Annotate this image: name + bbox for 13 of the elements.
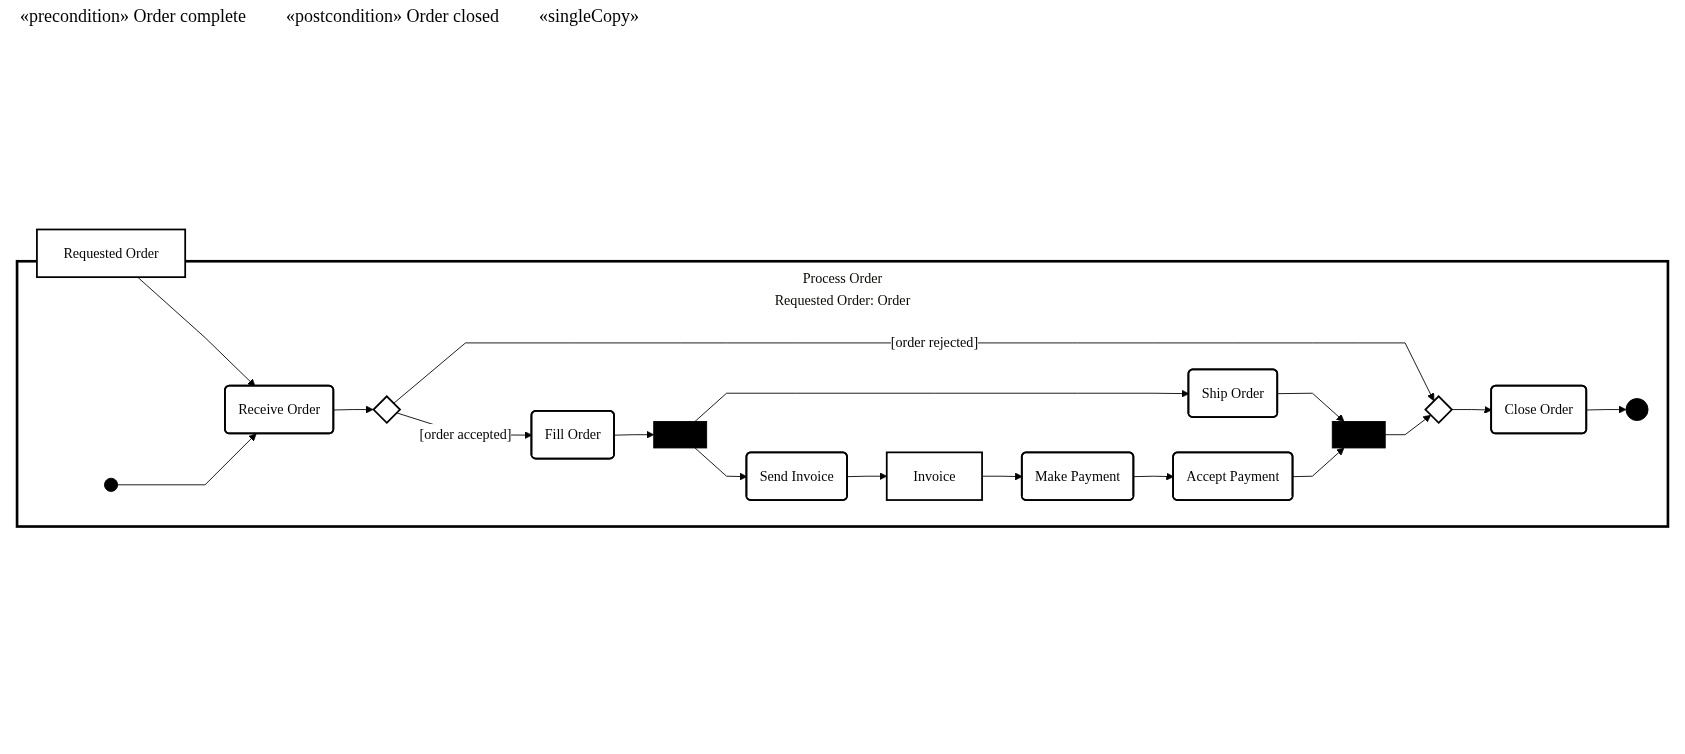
stereotype-note: «postcondition» Order closed xyxy=(285,6,499,27)
node-diamond xyxy=(1424,395,1454,425)
edge-label: [order rejected] xyxy=(890,334,979,350)
node-circle xyxy=(1625,398,1649,422)
stereotype-note: «singleCopy» xyxy=(538,6,639,27)
node-circle xyxy=(104,477,119,492)
stereotype-note: «precondition» Order complete xyxy=(20,6,246,27)
node-bar xyxy=(1331,421,1386,449)
edge-label: [order accepted] xyxy=(419,426,512,442)
node-box: Requested Order xyxy=(36,228,187,279)
node-diamond xyxy=(372,395,402,425)
node-box: Invoice xyxy=(885,451,983,501)
node-bar xyxy=(653,421,708,449)
